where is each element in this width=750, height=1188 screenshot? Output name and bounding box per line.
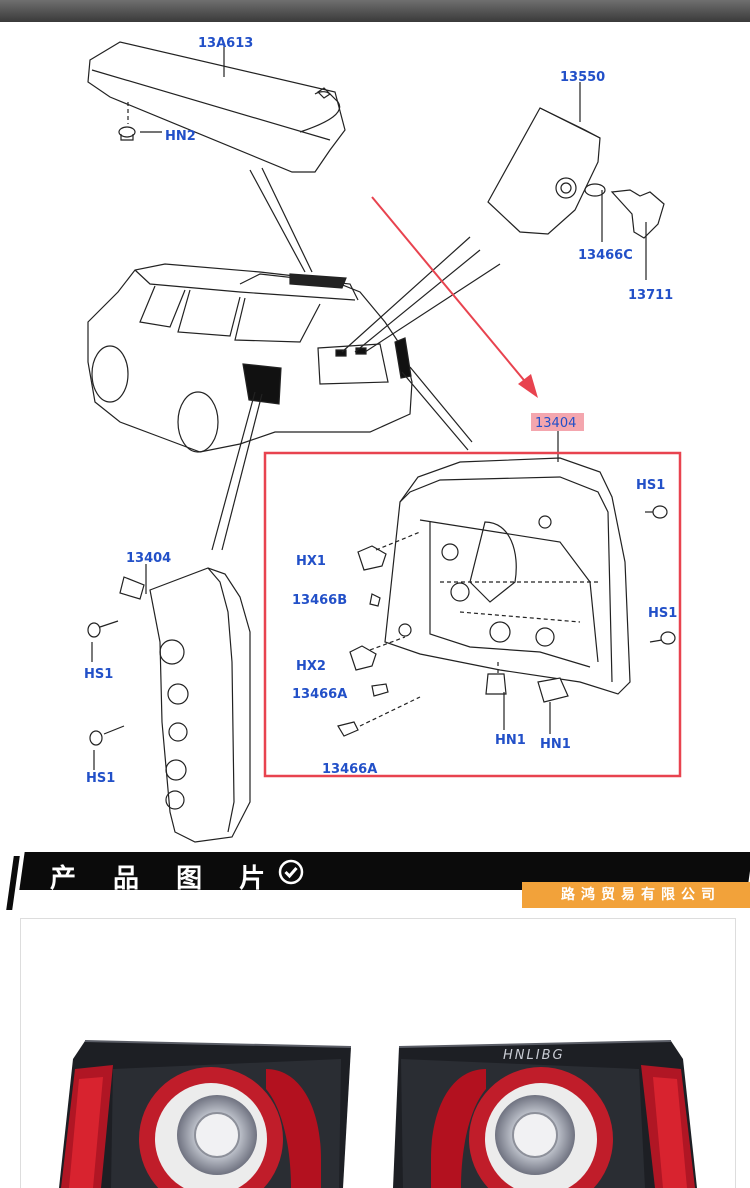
tail-lamps-photo: HNLIBG: [59, 1040, 697, 1188]
main-tail-lamp-drawing: [384, 457, 631, 695]
check-circle-icon: [278, 859, 304, 885]
label-hs1-right-top: HS1: [636, 478, 665, 493]
banner-title: 产 品 图 片: [50, 864, 280, 894]
callout-arrow-head: [518, 374, 538, 398]
label-hs1-left-top: HS1: [84, 667, 113, 682]
left-tail-lamp-drawing: [119, 567, 251, 843]
label-13711: 13711: [628, 288, 673, 303]
label-hn1-left: HN1: [495, 733, 526, 748]
label-13404-left: 13404: [126, 551, 171, 566]
top-photo-strip: [0, 0, 750, 22]
label-hn2: HN2: [165, 129, 196, 144]
company-name-badge: 路鸿贸易有限公司: [522, 882, 750, 908]
right-tail-lamp-photo: HNLIBG: [393, 1040, 697, 1188]
label-13466A-top: 13466A: [292, 687, 347, 702]
product-images-banner: 产 品 图 片 路鸿贸易有限公司: [6, 852, 750, 910]
label-13466C: 13466C: [578, 248, 633, 263]
product-photo: HNLIBG: [20, 918, 736, 1188]
diagram-svg: 13A613 HN2 13550 13466C 13711 13404 1340…: [84, 36, 682, 843]
label-13550: 13550: [560, 70, 605, 85]
car-drawing: [87, 263, 413, 453]
callout-arrow-line: [371, 196, 529, 386]
left-tail-lamp-photo: [59, 1040, 352, 1188]
highlight-box: [263, 451, 682, 778]
parts-diagram: 13A613 HN2 13550 13466C 13711 13404 1340…: [0, 22, 750, 852]
photo-watermark: HNLIBG: [503, 1048, 565, 1063]
label-13404-callout: 13404: [535, 416, 576, 431]
license-lamp-drawing: [487, 107, 665, 239]
label-13466B: 13466B: [292, 593, 347, 608]
label-13466A-bottom: 13466A: [322, 762, 377, 777]
label-hx2: HX2: [296, 659, 326, 674]
callout-label-bg: [531, 413, 584, 431]
spoiler-drawing: [87, 41, 346, 173]
label-hx1: HX1: [296, 554, 326, 569]
label-hs1-left-bottom: HS1: [86, 771, 115, 786]
label-13A613: 13A613: [198, 36, 253, 51]
label-hs1-right-bottom: HS1: [648, 606, 677, 621]
banner-slash: [6, 856, 20, 910]
label-hn1-right: HN1: [540, 737, 571, 752]
